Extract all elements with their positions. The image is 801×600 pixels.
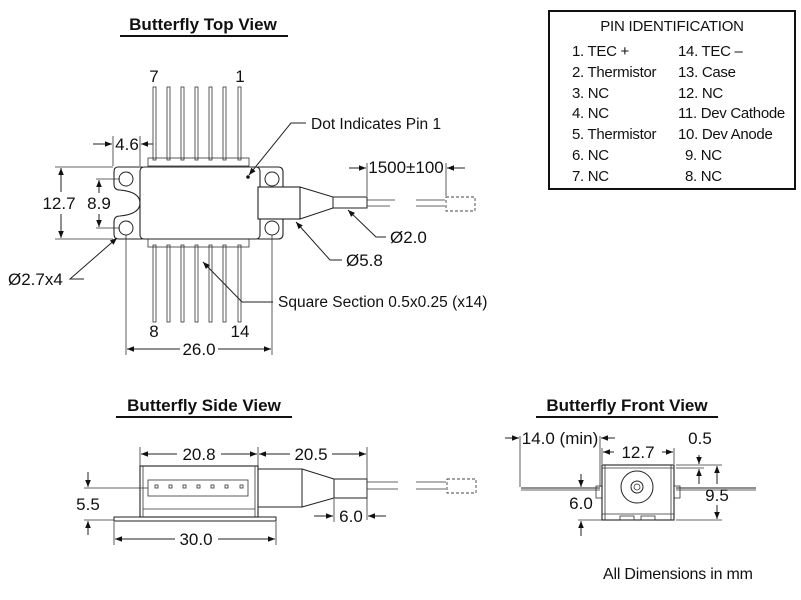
dim-side-height-text: 5.5 (76, 495, 100, 514)
side-fiber-tube (333, 478, 368, 499)
dim-tab-width-text: 4.6 (115, 135, 139, 154)
pin-entry: 4. NC (572, 105, 609, 123)
pin-label-14: 14 (231, 322, 250, 341)
pin-list-right: 14. TEC – 13. Case 12. NC 11. Dev Cathod… (678, 42, 785, 188)
dim-height-holes-text: 8.9 (87, 194, 111, 213)
dim-front-width-text: 12.7 (621, 443, 654, 462)
pin-label-7: 7 (149, 67, 158, 86)
pin-label-8: 8 (149, 322, 158, 341)
pin-entry: 3. NC (572, 84, 609, 102)
front-view: 14.0 (min) 12.7 0.5 9.5 (505, 429, 756, 536)
dim-front-top-offset: 0.5 (676, 429, 722, 484)
pin-entry: 10. Dev Anode (678, 126, 773, 144)
side-view-title: Butterfly Side View (116, 396, 292, 418)
pin-entry: 5. Thermistor (572, 126, 657, 144)
dim-tab-width: 4.6 (93, 135, 153, 166)
boot-diameter-text: Ø5.8 (346, 251, 383, 270)
pin-list-left: 1. TEC + 2. Thermistor 3. NC 4. NC 5. Th… (572, 42, 656, 188)
fiber-tube (332, 196, 368, 209)
pin-identification-title: PIN IDENTIFICATION (600, 18, 744, 35)
pin-entry: 14. TEC – (678, 43, 743, 60)
dim-side-base-length: 30.0 (113, 522, 277, 549)
top-view-title: Butterfly Top View (120, 15, 288, 37)
top-view: 7 1 8 14 4.6 12.7 8.9 (8, 67, 487, 359)
dim-side-body-length-text: 20.8 (182, 445, 215, 464)
pin-section-callout: Square Section 0.5x0.25 (x14) (202, 261, 487, 311)
package-body (139, 166, 261, 240)
side-boot (301, 468, 335, 508)
dim-height-outer-text: 12.7 (42, 194, 75, 213)
fiber-boot (299, 186, 334, 220)
dim-side-base-length-text: 30.0 (179, 530, 212, 549)
pin-entry: 2. Thermistor (572, 63, 657, 81)
side-body (139, 465, 259, 518)
dim-length: 26.0 (125, 235, 273, 359)
pin-label-1: 1 (235, 67, 244, 86)
units-note: All Dimensions in mm (603, 566, 753, 583)
dim-height-holes: 8.9 (87, 178, 120, 229)
hole-callout-text: Ø2.7x4 (8, 270, 63, 289)
dim-fiber-length-text: 1500±100 (368, 158, 444, 177)
fiber-snout (257, 186, 301, 220)
front-fiber-circle (630, 480, 644, 494)
dim-front-height: 9.5 (676, 466, 729, 521)
mount-hole (264, 171, 280, 187)
dim-side-body-length: 20.8 (139, 445, 259, 466)
front-boot-circle (620, 470, 654, 504)
dim-side-fiber-tube-text: 6.0 (339, 507, 363, 526)
dim-side-boot-length-text: 20.5 (294, 445, 327, 464)
dim-front-top-offset-text: 0.5 (688, 429, 712, 448)
pin-section-callout-text: Square Section 0.5x0.25 (x14) (278, 294, 487, 311)
dim-front-pin-height: 6.0 (569, 474, 602, 536)
side-snout (257, 468, 303, 508)
boot-diameter-callout: Ø5.8 (295, 221, 383, 270)
pin-entry: 1. TEC + (572, 43, 629, 60)
fiber-diameter-callout: Ø2.0 (347, 209, 427, 247)
dim-height-outer: 12.7 (42, 166, 113, 240)
side-view-title-text: Butterfly Side View (127, 396, 281, 415)
dim-length-text: 26.0 (182, 340, 215, 359)
pin-entry: 12. NC (678, 84, 723, 102)
pin-entry: 6. NC (572, 146, 609, 164)
top-pins-upper (147, 86, 250, 167)
top-pins-lower (147, 238, 250, 323)
fiber-diameter-text: Ø2.0 (390, 228, 427, 247)
dim-fiber-length: 1500±100 (349, 158, 465, 196)
dim-front-flange-span-text: 14.0 (min) (522, 429, 599, 448)
side-view: 20.8 20.5 5.5 30.0 (76, 445, 477, 549)
dim-front-width: 12.7 (601, 443, 675, 464)
dim-side-boot-length: 20.5 (259, 445, 368, 520)
pin1-dot (246, 175, 250, 179)
dim-front-flange-span: 14.0 (min) (505, 429, 615, 487)
pin-identification-table: PIN IDENTIFICATION 1. TEC + 2. Thermisto… (548, 10, 796, 190)
fiber-connector-outline (445, 196, 476, 212)
top-view-title-text: Butterfly Top View (129, 15, 277, 34)
pin-entry: 13. Case (678, 63, 736, 81)
side-base-plate (113, 516, 277, 522)
pin-entry: 9. NC (685, 146, 722, 164)
front-view-title: Butterfly Front View (536, 396, 718, 418)
side-connector-outline (446, 478, 477, 494)
hole-callout: Ø2.7x4 (8, 237, 118, 289)
side-pin-row (154, 484, 244, 489)
dim-side-height: 5.5 (76, 472, 148, 535)
dim-front-pin-height-text: 6.0 (569, 494, 593, 513)
pin-entry: 11. Dev Cathode (678, 105, 785, 123)
pin1-callout: Dot Indicates Pin 1 (248, 116, 441, 176)
pin-entry: 7. NC (572, 167, 609, 185)
dim-front-height-text: 9.5 (705, 486, 729, 505)
pin1-callout-text: Dot Indicates Pin 1 (311, 116, 441, 133)
pin-entry: 8. NC (685, 167, 722, 185)
front-view-title-text: Butterfly Front View (546, 396, 708, 415)
dim-side-fiber-tube: 6.0 (314, 499, 386, 526)
